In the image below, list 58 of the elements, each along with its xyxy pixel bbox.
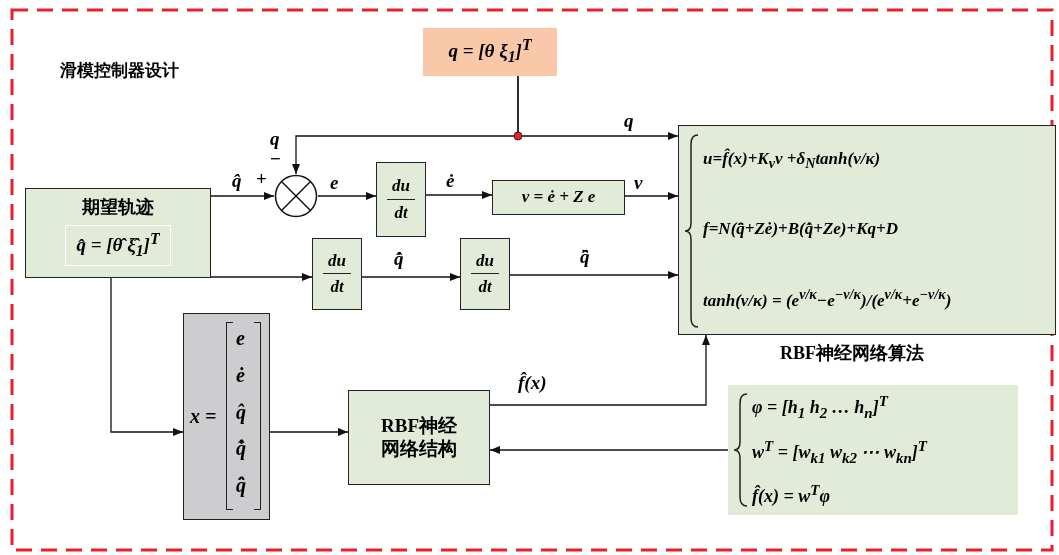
edge-label: f̂(x) xyxy=(518,372,547,395)
arrow xyxy=(624,192,679,200)
edge-label: ė xyxy=(446,170,455,193)
formula: φ = [h$_{1}$ h$_{2}$ … h$_{n}$]$^{T}$ xyxy=(752,392,890,422)
numerator: du xyxy=(323,250,351,274)
sign-label: − xyxy=(270,148,281,171)
edge-label: q̂̇ xyxy=(394,248,404,271)
arrow xyxy=(425,191,493,199)
vector-entry: ė xyxy=(236,362,245,387)
formula: f̂(x) = w$^{T}$φ xyxy=(752,481,831,508)
arrow xyxy=(269,428,349,436)
arrow xyxy=(509,271,679,279)
formula: q̂ = [θ̂ ξ̂$_{1}$]$^{T}$ xyxy=(65,224,171,266)
process-box xyxy=(492,180,625,215)
diagram-title: 滑模控制器设计 xyxy=(60,60,179,81)
edge-label: q̂ xyxy=(232,170,242,193)
vector-entry: q̂̈ xyxy=(236,473,246,498)
process-box xyxy=(25,188,211,278)
edge-label: q̂̈ xyxy=(580,246,590,269)
formula: f=N(q̂̈+Zė)+B(q̂̇+Ze)+Kq+D xyxy=(703,218,900,240)
arrow xyxy=(361,273,461,281)
edge-label: e xyxy=(330,172,339,195)
formula: q = [θ ξ$_{1}$]$^{T}$ xyxy=(448,36,532,68)
denominator: dt xyxy=(329,276,345,298)
arrow xyxy=(210,273,313,281)
formula-box xyxy=(678,125,1056,335)
process-box xyxy=(348,390,490,485)
edge-label: v xyxy=(634,172,643,195)
arrow xyxy=(317,192,377,200)
arrow xyxy=(210,192,275,200)
box-heading: RBF神经网络结构 xyxy=(380,414,458,461)
edge-label: q xyxy=(624,110,634,133)
formula-box xyxy=(423,28,557,76)
formula: v = ė + Z e xyxy=(521,187,596,208)
formula: tanh(v/κ) = (e$^{v/κ}$−e$^{−v/κ}$)/(e$^{v/κ}$+e$^{−v/κ}$) xyxy=(703,285,952,311)
formula: u=f̂(x)+K$_{v}$v +δ$_{N}$tanh(v/κ) xyxy=(703,149,882,173)
arrow xyxy=(110,277,184,436)
denominator: dt xyxy=(477,276,493,298)
derivative-box xyxy=(460,238,510,310)
numerator: du xyxy=(387,176,415,200)
vector-entry: q̂̇ xyxy=(236,436,246,461)
derivative-box xyxy=(376,162,426,237)
node-caption: RBF神经网络算法 xyxy=(780,343,924,365)
denominator: dt xyxy=(393,201,409,223)
numerator: du xyxy=(471,250,499,274)
formula: x = xyxy=(190,404,217,428)
vector-entry: e xyxy=(236,326,245,350)
formula-panel xyxy=(728,385,1018,515)
arrow xyxy=(489,334,710,406)
arrow xyxy=(517,75,679,140)
arrow xyxy=(489,446,729,454)
sign-label: + xyxy=(256,168,267,191)
vector-entry: q̂ xyxy=(236,399,246,424)
formula: w$^{T}$ = [w$_{k1}$ w$_{k2}$ ⋯ w$_{kn}$]$^{T}$ xyxy=(752,436,927,467)
derivative-box xyxy=(312,238,362,310)
edge-label: q xyxy=(270,128,280,151)
box-heading: 期望轨迹 xyxy=(82,197,154,219)
vector-box xyxy=(183,313,270,520)
